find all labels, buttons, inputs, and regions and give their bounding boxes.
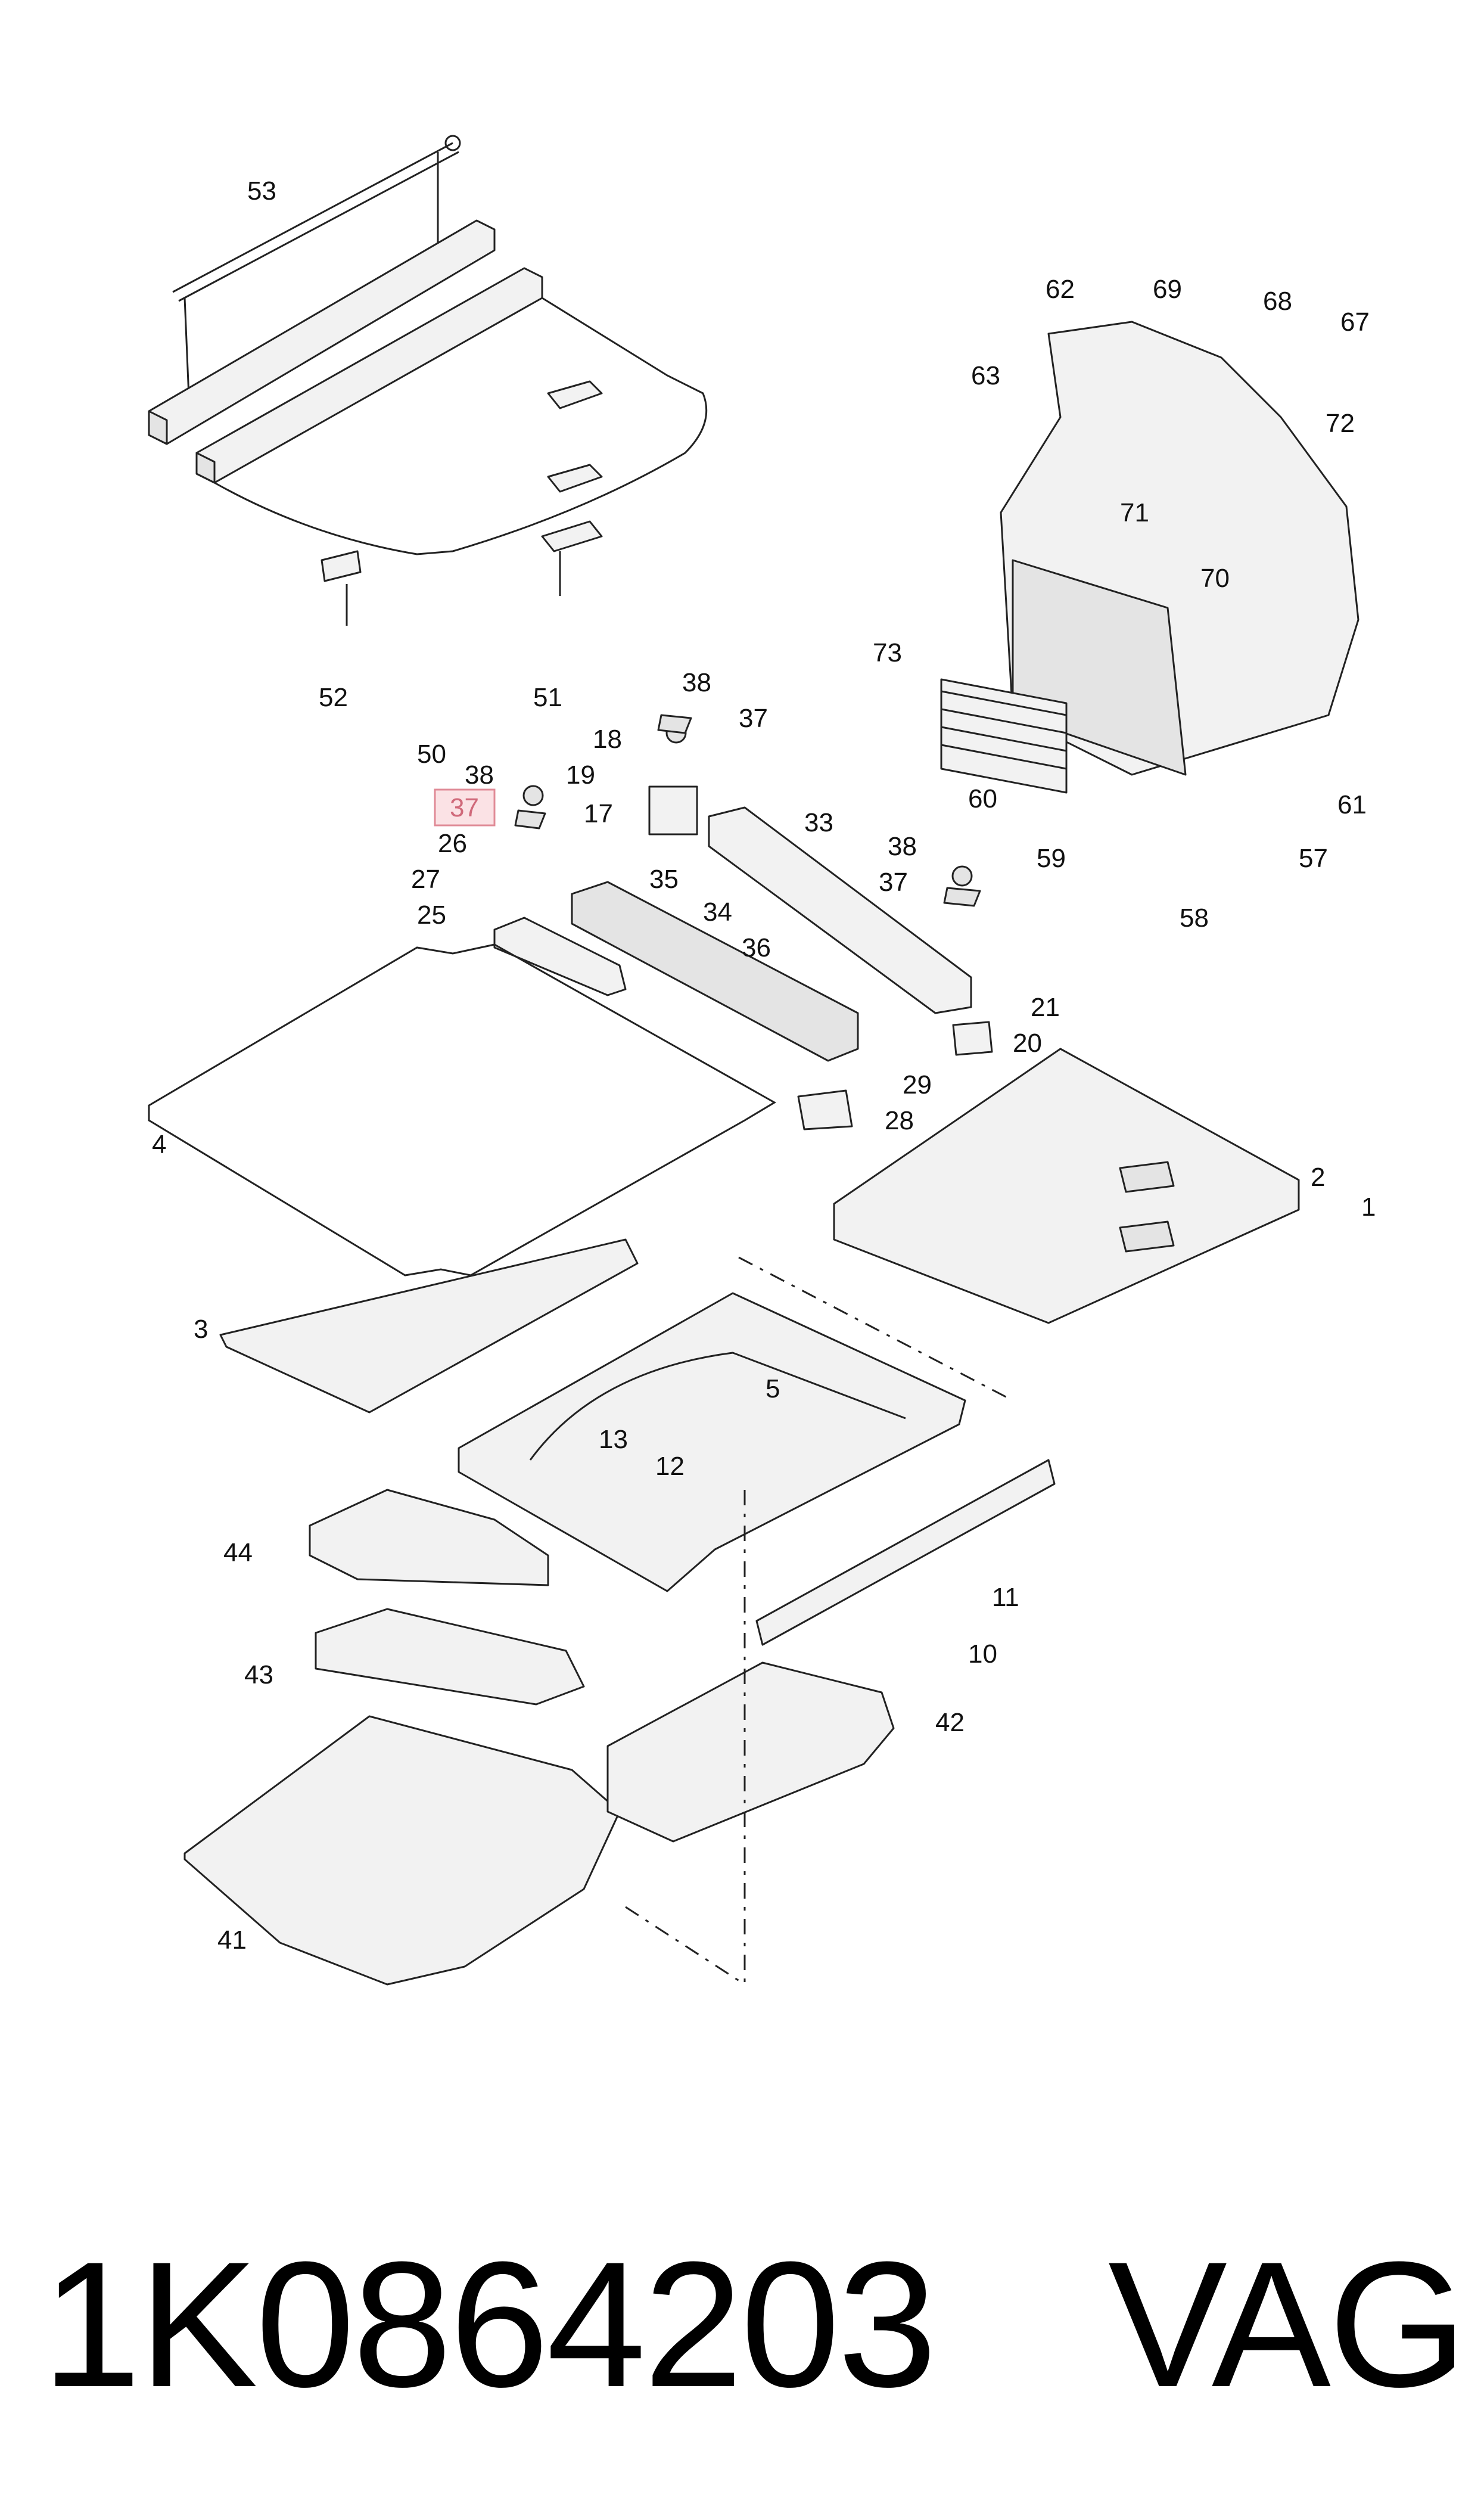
callout-67: 67 [1340, 308, 1370, 337]
callout-73: 73 [873, 638, 902, 667]
spare-wheel-well [183, 1489, 895, 1986]
callout-72: 72 [1326, 409, 1355, 438]
callout-34: 34 [703, 897, 732, 927]
callout-3: 3 [194, 1315, 208, 1344]
callout-5: 5 [766, 1374, 780, 1403]
callout-71: 71 [1120, 498, 1149, 527]
callout-68: 68 [1263, 287, 1292, 316]
callout-70: 70 [1200, 564, 1230, 593]
callout-17: 17 [584, 799, 613, 828]
callout-4: 4 [152, 1130, 166, 1159]
parts-exploded-diagram: 53 52 51 50 38 37 18 19 17 38 37 26 27 2… [148, 135, 1376, 1986]
floor-panels [148, 943, 1300, 1414]
callout-44: 44 [223, 1538, 253, 1567]
callout-10: 10 [968, 1639, 997, 1669]
callout-38-right: 38 [888, 832, 917, 861]
callout-62: 62 [1046, 275, 1075, 304]
callout-33: 33 [804, 808, 833, 837]
callout-35: 35 [649, 865, 679, 894]
roller-blind-assembly [148, 135, 708, 626]
callout-12: 12 [655, 1452, 685, 1481]
callout-1: 1 [1361, 1192, 1376, 1222]
callout-38-left: 38 [465, 760, 494, 790]
highlight-box-37 [434, 788, 496, 827]
callout-21: 21 [1031, 993, 1060, 1022]
callout-29: 29 [903, 1070, 932, 1099]
callout-60: 60 [968, 784, 997, 813]
callout-57: 57 [1299, 844, 1328, 873]
callout-20: 20 [1013, 1029, 1042, 1058]
floor-trim [458, 1256, 1056, 1646]
callout-43: 43 [244, 1660, 273, 1689]
callout-63: 63 [971, 361, 1000, 390]
side-trim-assembly [940, 321, 1359, 794]
callout-19: 19 [566, 760, 595, 790]
callout-37-upper: 37 [739, 704, 768, 733]
part-number: 1K0864203 [42, 2224, 937, 2424]
callout-58: 58 [1180, 903, 1209, 933]
callout-27: 27 [411, 865, 440, 894]
callout-50: 50 [417, 740, 446, 769]
callout-28: 28 [885, 1106, 914, 1135]
brand-name: VAG [1108, 2224, 1467, 2424]
callout-36: 36 [742, 933, 771, 962]
callout-18: 18 [593, 725, 622, 754]
callout-labels: 53 52 51 50 38 37 18 19 17 38 37 26 27 2… [152, 176, 1376, 1955]
callout-37-highlighted: 37 [450, 793, 479, 822]
callout-41: 41 [217, 1925, 247, 1955]
callout-2: 2 [1311, 1163, 1325, 1192]
callout-37-right: 37 [879, 868, 908, 897]
callout-38-upper: 38 [682, 668, 711, 697]
callout-26: 26 [438, 829, 467, 858]
callout-13: 13 [599, 1425, 628, 1454]
callout-61: 61 [1337, 790, 1367, 819]
callout-11: 11 [992, 1583, 1019, 1612]
callout-69: 69 [1153, 275, 1182, 304]
callout-52: 52 [319, 683, 348, 712]
callout-42: 42 [935, 1708, 965, 1737]
callout-53: 53 [247, 176, 276, 206]
rail-assembly [493, 714, 993, 1130]
callout-59: 59 [1037, 844, 1066, 873]
callout-25: 25 [417, 900, 446, 930]
callout-51: 51 [533, 683, 562, 712]
